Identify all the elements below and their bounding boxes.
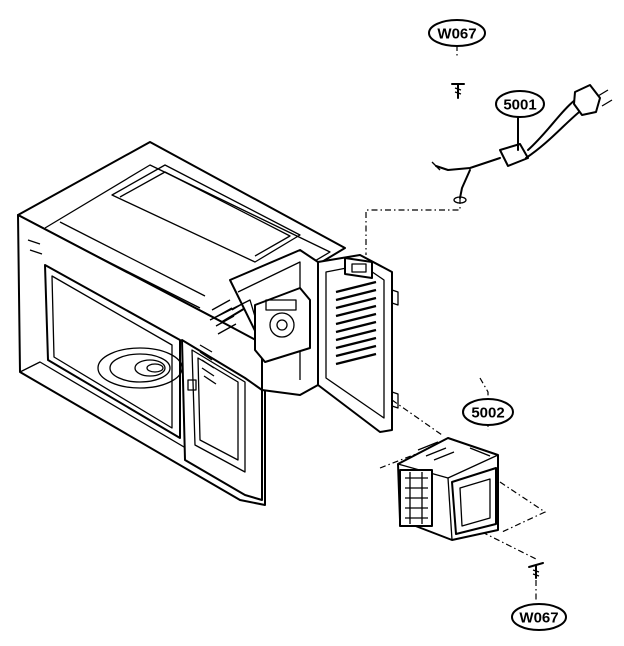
power-cord [431,84,613,204]
microwave-cabinet [17,141,399,506]
svg-text:W067: W067 [519,610,558,627]
svg-text:W067: W067 [437,26,476,43]
label-w067-bottom: W067 [511,603,567,631]
svg-text:5002: 5002 [471,405,504,422]
bottom-screw [528,562,544,600]
top-screw [451,83,465,99]
magnetron [397,437,499,541]
svg-text:5001: 5001 [503,97,536,114]
label-w067-top: W067 [428,19,486,47]
label-power-cord: 5001 [495,90,545,118]
rear-vents [335,280,377,366]
label-magnetron: 5002 [462,398,514,426]
